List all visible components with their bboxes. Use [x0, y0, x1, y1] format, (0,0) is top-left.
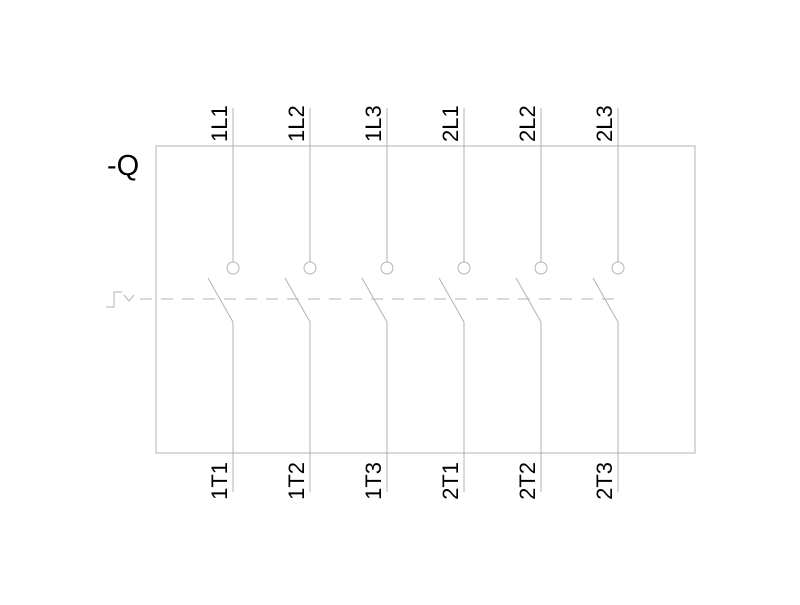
- terminal-label-top: 1L3: [361, 105, 386, 142]
- switch-blade: [438, 277, 465, 323]
- terminal-label-bottom: 1T1: [207, 462, 232, 500]
- terminal-label-bottom: 2T1: [438, 462, 463, 500]
- device-enclosure: [155, 145, 696, 454]
- contact-circle: [534, 261, 548, 275]
- terminal-label-bottom: 1T3: [361, 462, 386, 500]
- switch-pole: [361, 108, 394, 492]
- actuator-symbol: [106, 291, 615, 308]
- switch-blade: [284, 277, 311, 323]
- switch-pole: [207, 108, 240, 492]
- terminal-label-top: 1L2: [284, 105, 309, 142]
- switch-blade: [361, 277, 388, 323]
- switch-blade: [592, 277, 619, 323]
- terminal-label-bottom: 2T3: [592, 462, 617, 500]
- contact-circle: [611, 261, 625, 275]
- terminal-label-top: 1L1: [207, 105, 232, 142]
- switch-blade: [515, 277, 542, 323]
- terminal-label-bottom: 1T2: [284, 462, 309, 500]
- terminal-label-top: 2L3: [592, 105, 617, 142]
- terminal-label-top: 2L1: [438, 105, 463, 142]
- switch-blade: [207, 277, 234, 323]
- switch-pole: [438, 108, 471, 492]
- device-designation: -Q: [107, 150, 140, 182]
- contact-circle: [380, 261, 394, 275]
- terminal-label-bottom: 2T2: [515, 462, 540, 500]
- contact-circle: [303, 261, 317, 275]
- poles-layer: 1L1 1T1 1L2 1T2 1L3 1T3 2L1 2T1 2L2 2T2 2L3 2T3: [207, 105, 625, 500]
- contact-circle: [226, 261, 240, 275]
- switch-pole: [515, 108, 548, 492]
- terminal-label-top: 2L2: [515, 105, 540, 142]
- switch-pole: [592, 108, 625, 492]
- contact-circle: [457, 261, 471, 275]
- switch-pole: [284, 108, 317, 492]
